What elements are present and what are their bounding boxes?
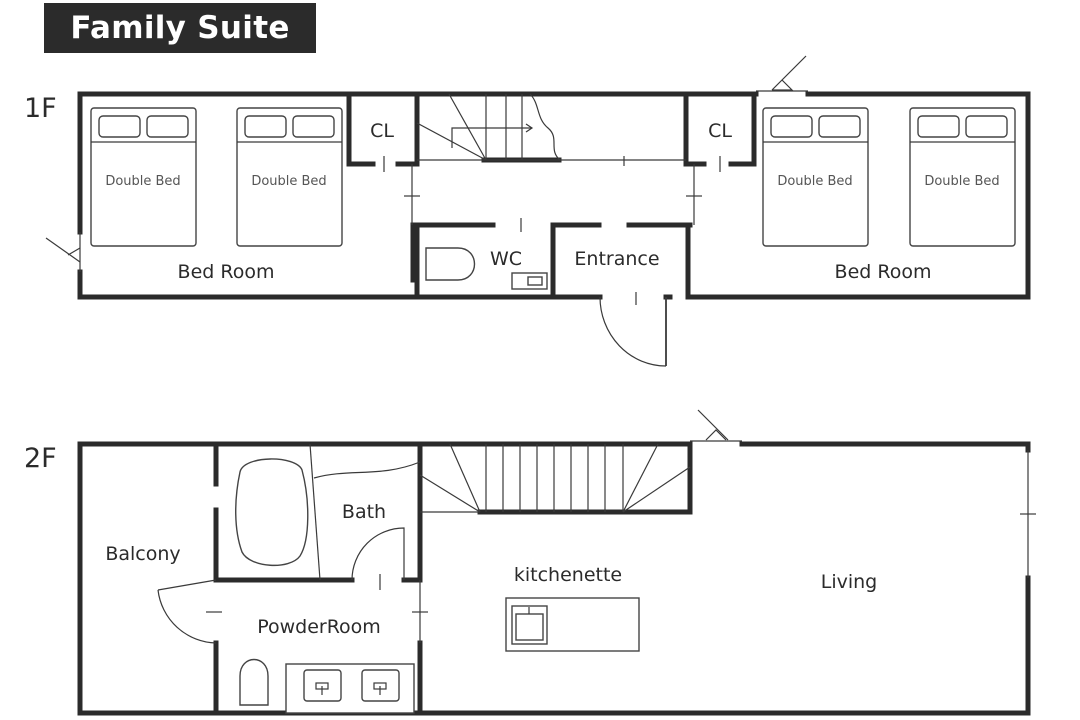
bed-1: Double Bed <box>90 107 197 247</box>
floor-label-1f: 1F <box>24 93 57 124</box>
bed-3: Double Bed <box>762 107 869 247</box>
room-label-entrance: Entrance <box>574 248 659 270</box>
room-label-closet-left: CL <box>370 120 394 142</box>
sink-icon <box>361 669 400 702</box>
toilet-icon <box>239 659 269 706</box>
bed-label: Double Bed <box>777 174 852 189</box>
room-label-balcony: Balcony <box>105 543 180 565</box>
bed-4: Double Bed <box>909 107 1016 247</box>
sink-icon <box>303 669 342 702</box>
room-label-bedroom-right: Bed Room <box>835 261 932 283</box>
second-floor-thin-lines <box>157 409 1036 644</box>
bed-label: Double Bed <box>251 174 326 189</box>
plan-title: Family Suite <box>70 10 290 46</box>
kitchen-counter <box>505 597 640 652</box>
first-floor-thin-lines <box>45 55 808 367</box>
room-label-bath: Bath <box>342 501 386 523</box>
room-label-living: Living <box>821 571 878 593</box>
room-label-wc: WC <box>490 248 522 270</box>
title-banner: Family Suite <box>44 3 316 53</box>
sink-icon <box>511 272 548 290</box>
bed-label: Double Bed <box>105 174 180 189</box>
bathtub-icon <box>235 458 309 567</box>
bed-2: Double Bed <box>236 107 343 247</box>
room-label-powder-room: PowderRoom <box>257 616 381 638</box>
room-label-bedroom-left: Bed Room <box>178 261 275 283</box>
room-label-kitchenette: kitchenette <box>514 564 622 586</box>
toilet-icon <box>425 247 475 281</box>
bed-label: Double Bed <box>924 174 999 189</box>
floor-label-2f: 2F <box>24 443 57 474</box>
room-label-closet-right: CL <box>708 120 732 142</box>
